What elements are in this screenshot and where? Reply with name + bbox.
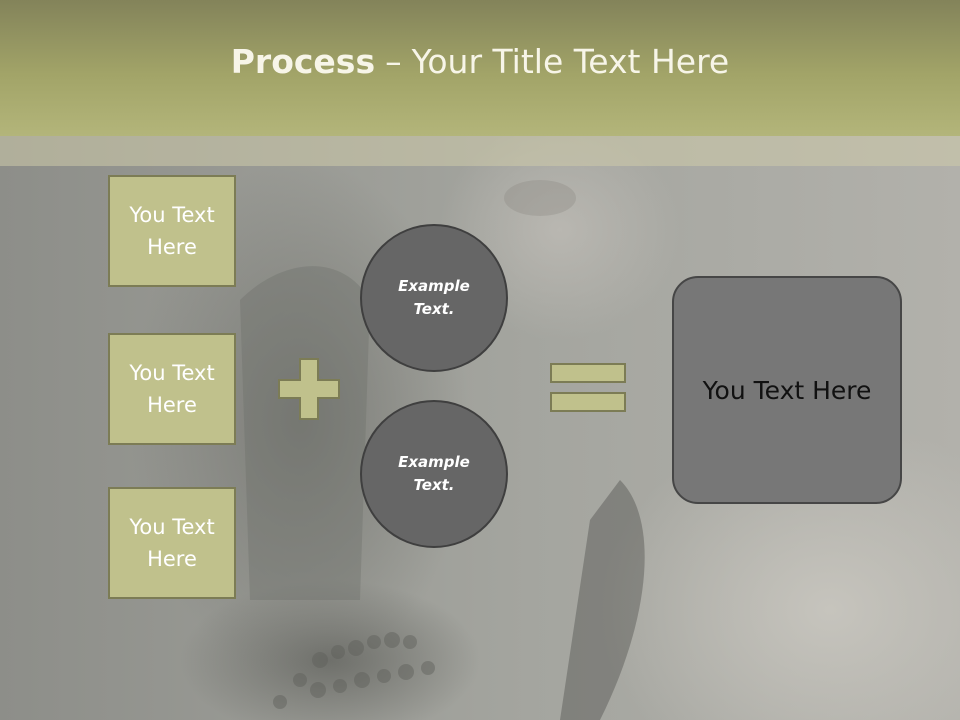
text-box-label: You Text Here <box>129 361 215 417</box>
text-box-label: You Text Here <box>129 515 215 571</box>
result-box: You Text Here <box>672 276 902 504</box>
equals-bar-top <box>550 363 626 383</box>
title-bold: Process <box>230 41 376 81</box>
slide-title: Process–Your Title Text Here <box>231 45 730 78</box>
header-accent-band <box>0 136 960 166</box>
circle-label: Example Text. <box>398 453 470 494</box>
title-dash: – <box>385 41 402 81</box>
slide-header: Process–Your Title Text Here <box>0 0 960 136</box>
equals-bar-bottom <box>550 392 626 412</box>
text-box-2: You Text Here <box>108 333 236 445</box>
plus-icon <box>278 358 340 420</box>
text-box-label: You Text Here <box>129 203 215 259</box>
text-box-3: You Text Here <box>108 487 236 599</box>
title-rest: Your Title Text Here <box>411 41 730 81</box>
result-label: You Text Here <box>702 375 872 405</box>
circle-label: Example Text. <box>398 277 470 318</box>
example-circle-2: Example Text. <box>360 400 508 548</box>
text-box-1: You Text Here <box>108 175 236 287</box>
example-circle-1: Example Text. <box>360 224 508 372</box>
